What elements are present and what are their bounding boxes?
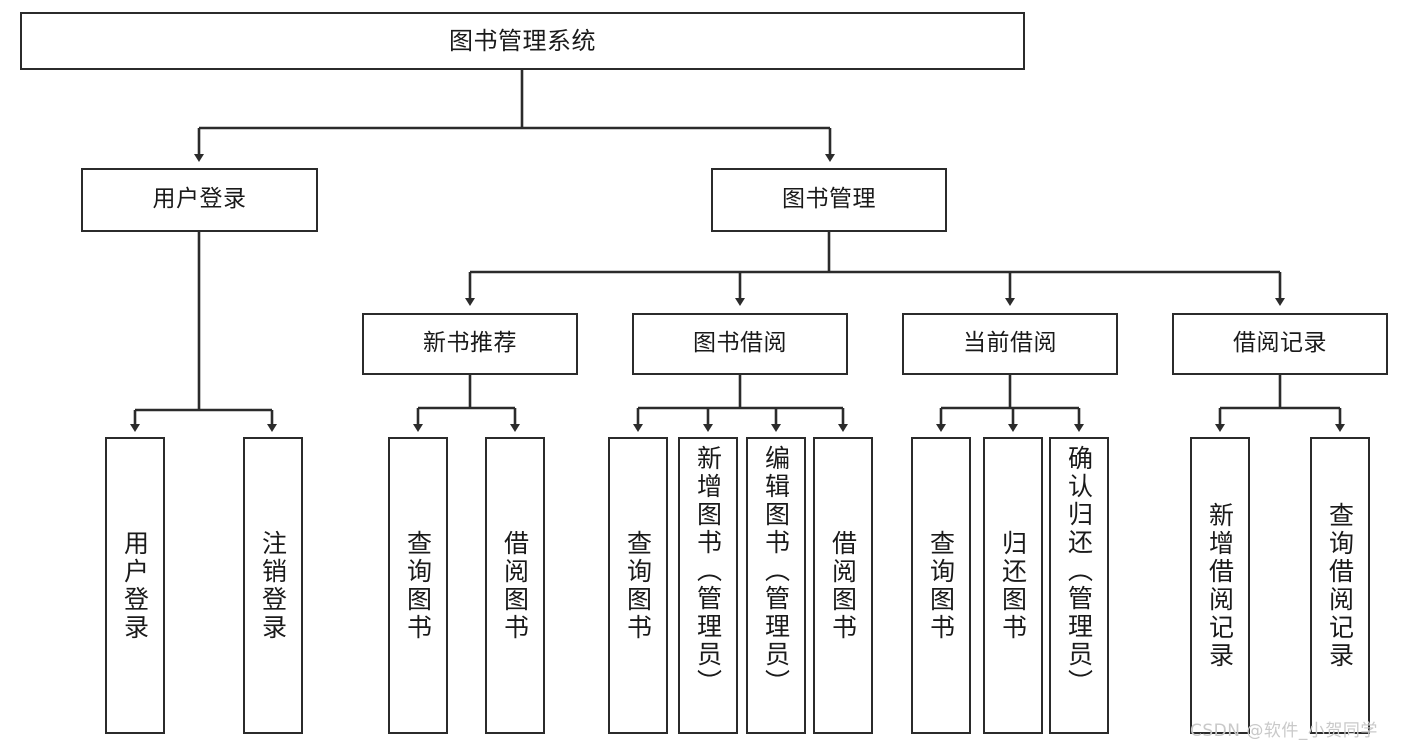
node-book-management[interactable]: 图书管理 [711,168,947,232]
node-current-borrow[interactable]: 当前借阅 [902,313,1118,375]
node-user-login[interactable]: 用户登录 [81,168,318,232]
leaf-add-borrow-record[interactable]: 新增借阅记录 [1190,437,1250,734]
leaf-logout-label: 注销登录 [258,529,288,642]
leaf-edit-book[interactable]: 编辑图书（管理员） [746,437,806,734]
leaf-user-login-label: 用户登录 [120,529,150,642]
leaf-borrow-book[interactable]: 借阅图书 [813,437,873,734]
leaf-add-book-label: 新增图书（管理员） [693,445,723,697]
node-new-book-recommend-label: 新书推荐 [423,330,517,357]
leaf-add-borrow-record-label: 新增借阅记录 [1205,501,1235,670]
leaf-query-borrow-record[interactable]: 查询借阅记录 [1310,437,1370,734]
leaf-borrow-book-recommend-label: 借阅图书 [500,529,530,642]
leaf-query-book-borrow-label: 查询图书 [623,529,653,642]
leaf-add-book[interactable]: 新增图书（管理员） [678,437,738,734]
node-root[interactable]: 图书管理系统 [20,12,1025,70]
node-book-borrow[interactable]: 图书借阅 [632,313,848,375]
leaf-return-book[interactable]: 归还图书 [983,437,1043,734]
node-borrow-record-label: 借阅记录 [1233,330,1327,357]
leaf-query-book-current[interactable]: 查询图书 [911,437,971,734]
leaf-query-book-recommend-label: 查询图书 [403,529,433,642]
node-root-label: 图书管理系统 [449,26,596,55]
watermark: CSDN @软件_小贺同学 [1190,721,1378,741]
node-book-borrow-label: 图书借阅 [693,330,787,357]
node-borrow-record[interactable]: 借阅记录 [1172,313,1388,375]
leaf-return-book-label: 归还图书 [998,529,1028,642]
leaf-query-book-borrow[interactable]: 查询图书 [608,437,668,734]
node-new-book-recommend[interactable]: 新书推荐 [362,313,578,375]
node-book-management-label: 图书管理 [782,186,876,213]
leaf-confirm-return[interactable]: 确认归还（管理员） [1049,437,1109,734]
leaf-borrow-book-label: 借阅图书 [828,529,858,642]
leaf-query-book-current-label: 查询图书 [926,529,956,642]
leaf-user-login[interactable]: 用户登录 [105,437,165,734]
leaf-query-book-recommend[interactable]: 查询图书 [388,437,448,734]
leaf-edit-book-label: 编辑图书（管理员） [761,445,791,697]
leaf-borrow-book-recommend[interactable]: 借阅图书 [485,437,545,734]
leaf-confirm-return-label: 确认归还（管理员） [1064,445,1094,697]
node-user-login-label: 用户登录 [152,186,247,213]
leaf-query-borrow-record-label: 查询借阅记录 [1325,501,1355,670]
node-current-borrow-label: 当前借阅 [963,330,1057,357]
leaf-logout[interactable]: 注销登录 [243,437,303,734]
